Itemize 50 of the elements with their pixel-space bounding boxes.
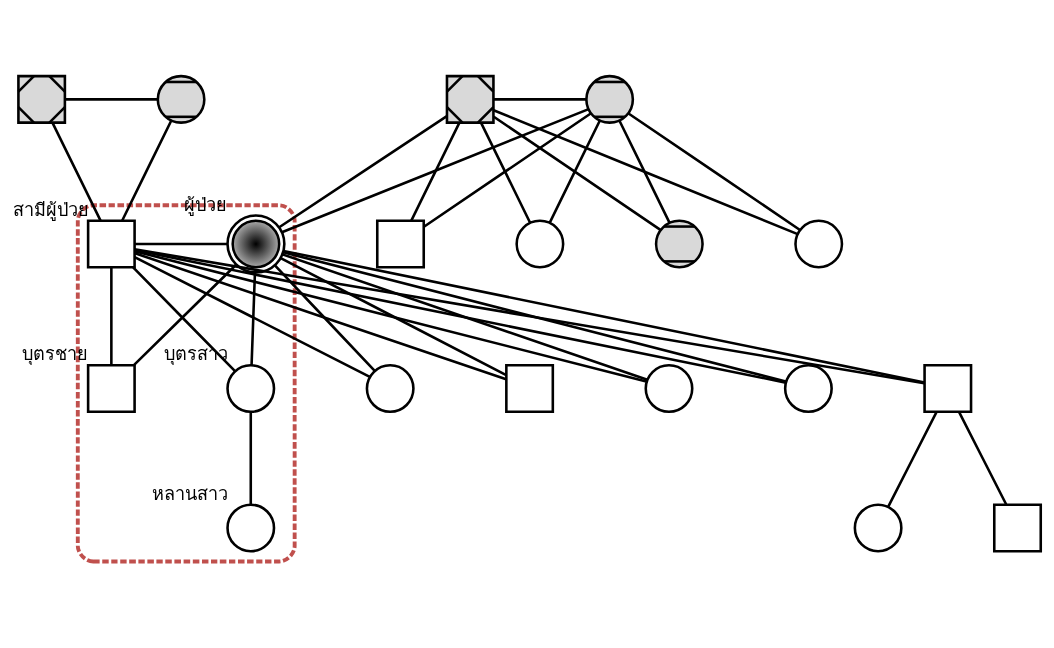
- node-square: [375, 219, 426, 269]
- node-square: [86, 364, 136, 414]
- node-circle: [644, 364, 694, 414]
- connector: [493, 115, 662, 231]
- connector: [249, 411, 253, 505]
- node-label: ผู้ป่วย: [184, 193, 228, 215]
- connector: [121, 120, 173, 222]
- connector: [134, 248, 787, 384]
- node-square: [505, 364, 555, 414]
- node-crossed-circle: [585, 74, 635, 124]
- connector: [280, 256, 507, 377]
- connector: [957, 411, 1008, 505]
- node-crossed-circle: [654, 219, 704, 269]
- connector: [134, 247, 925, 385]
- node-label: หลานสาว: [152, 482, 229, 504]
- connector: [110, 267, 113, 366]
- node-square: [993, 503, 1043, 553]
- node-square: [86, 219, 136, 269]
- node-dot-circle: [226, 214, 286, 274]
- node-circle: [783, 364, 833, 414]
- connector: [135, 242, 228, 246]
- connector: [887, 411, 938, 508]
- node-circle: [365, 364, 415, 414]
- connector: [627, 112, 801, 232]
- connector: [250, 272, 257, 366]
- connector: [479, 122, 532, 224]
- node-circle: [853, 503, 903, 553]
- node-circle: [794, 219, 844, 269]
- connector: [410, 122, 461, 222]
- node-circle: [226, 364, 276, 414]
- connector: [548, 120, 601, 224]
- node-circle: [515, 219, 565, 269]
- connector: [283, 251, 787, 383]
- node-crossed-circle: [156, 74, 206, 124]
- connector: [281, 108, 589, 234]
- connector: [493, 98, 587, 101]
- node-circle: [226, 503, 276, 553]
- connector: [65, 98, 158, 101]
- connector: [283, 249, 925, 384]
- connector: [134, 252, 507, 381]
- connector: [618, 120, 671, 224]
- connector: [423, 112, 592, 228]
- connector: [274, 264, 376, 372]
- connector: [134, 255, 371, 379]
- connector: [278, 115, 448, 229]
- node-square: [923, 364, 973, 414]
- connector: [134, 249, 647, 383]
- connector: [281, 253, 648, 381]
- connector: [493, 109, 799, 236]
- node-label: บุตรชาย: [21, 343, 88, 365]
